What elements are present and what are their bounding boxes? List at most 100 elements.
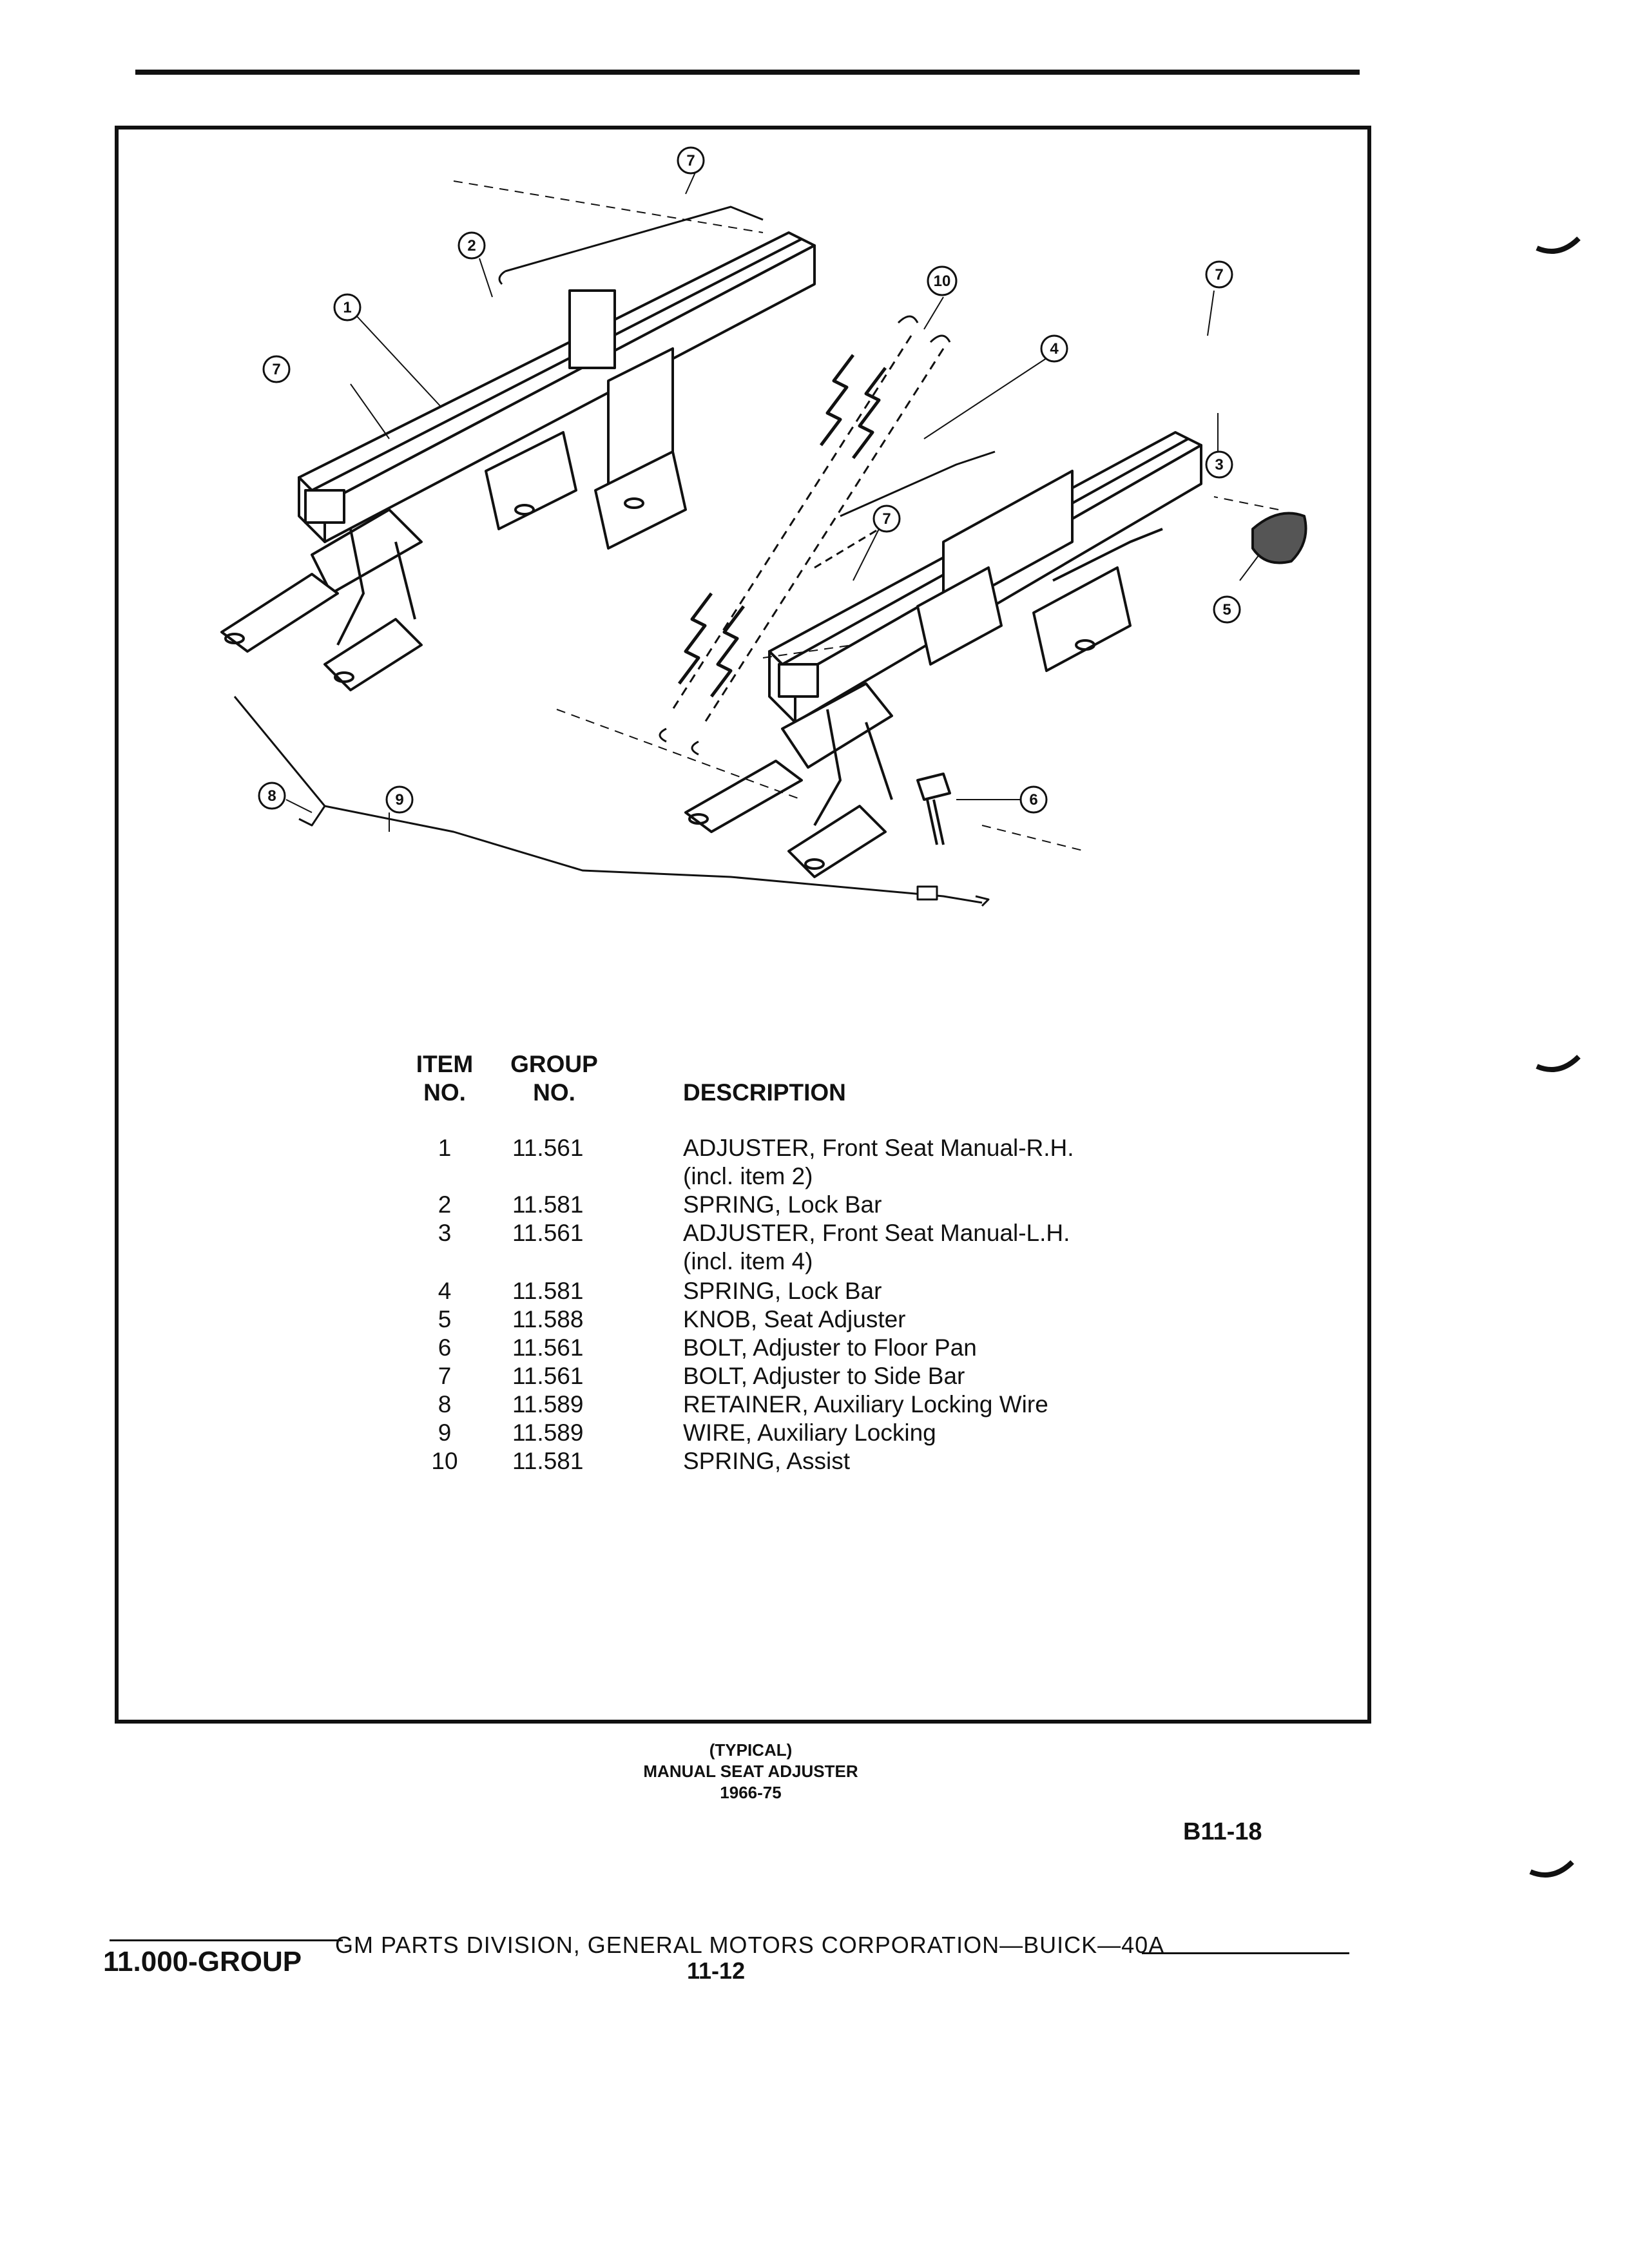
callout-7d: 7 [853, 505, 901, 581]
svg-text:8: 8 [267, 787, 276, 805]
header-item: ITEM NO. [412, 1050, 477, 1107]
group-no: 11.581 [512, 1448, 584, 1474]
lock-bar-springs-drawing [498, 206, 996, 569]
top-rule [135, 70, 1360, 75]
callout-7c: 7 [1205, 260, 1233, 336]
description: ADJUSTER, Front Seat Manual-R.H. [683, 1135, 1074, 1161]
table-row: 9 11.589 WIRE, Auxiliary Locking [290, 1419, 1128, 1447]
header-item-line2: NO. [423, 1079, 466, 1106]
table-row: 10 11.581 SPRING, Assist [290, 1447, 1128, 1475]
callout-8: 8 [258, 782, 313, 813]
description: ADJUSTER, Front Seat Manual-L.H. [683, 1220, 1070, 1246]
callout-9: 9 [385, 785, 414, 832]
caption-line-1: (TYPICAL) [709, 1740, 793, 1760]
figure-caption: (TYPICAL) MANUAL SEAT ADJUSTER 1966-75 [567, 1740, 934, 1803]
callout-7a: 7 [677, 146, 705, 195]
item-no: 2 [438, 1191, 452, 1218]
svg-text:1: 1 [343, 299, 351, 316]
binding-mark-2 [1536, 1055, 1581, 1072]
footer-rule-right [1142, 1952, 1349, 1954]
group-no: 11.588 [512, 1306, 584, 1332]
header-item-line1: ITEM [416, 1051, 474, 1077]
group-no: 11.581 [512, 1278, 584, 1304]
table-row: 5 11.588 KNOB, Seat Adjuster [290, 1305, 1128, 1334]
assist-springs-drawing [659, 315, 951, 756]
group-no: 11.581 [512, 1191, 584, 1218]
svg-text:10: 10 [934, 273, 951, 290]
group-no: 11.561 [512, 1334, 584, 1361]
item-no: 6 [438, 1334, 452, 1361]
header-description: DESCRIPTION [683, 1079, 846, 1106]
knob-drawing [1251, 512, 1307, 564]
footer-page-number: 11-12 [687, 1957, 746, 1984]
table-row: (incl. item 4) [290, 1247, 1128, 1276]
callout-2: 2 [458, 231, 493, 298]
figure-box: 7 2 1 7 10 7 4 3 7 5 6 8 9 [115, 126, 1371, 1724]
svg-text:5: 5 [1222, 601, 1231, 619]
description: SPRING, Lock Bar [683, 1278, 882, 1304]
header-group: GROUP NO. [509, 1050, 599, 1107]
table-row: 7 11.561 BOLT, Adjuster to Side Bar [290, 1362, 1128, 1390]
group-no: 11.561 [512, 1135, 584, 1161]
group-no: 11.589 [512, 1391, 584, 1418]
svg-text:7: 7 [1215, 266, 1223, 284]
caption-line-2: MANUAL SEAT ADJUSTER [643, 1762, 858, 1781]
description: (incl. item 2) [683, 1163, 813, 1189]
group-no: 11.561 [512, 1363, 584, 1389]
item-no: 9 [438, 1419, 452, 1446]
svg-text:4: 4 [1050, 340, 1059, 358]
svg-text:7: 7 [272, 361, 280, 378]
svg-text:6: 6 [1029, 791, 1037, 809]
description: KNOB, Seat Adjuster [683, 1306, 906, 1332]
binding-mark-3 [1529, 1860, 1574, 1878]
header-group-line2: NO. [533, 1079, 575, 1106]
bolt-drawing [916, 773, 951, 845]
footer-publisher: GM PARTS DIVISION, GENERAL MOTORS CORPOR… [335, 1932, 1165, 1958]
group-no: 11.589 [512, 1419, 584, 1446]
svg-text:7: 7 [686, 152, 695, 169]
svg-text:2: 2 [467, 237, 476, 255]
footer-rule-left [110, 1939, 343, 1941]
description: BOLT, Adjuster to Floor Pan [683, 1334, 977, 1361]
description: BOLT, Adjuster to Side Bar [683, 1363, 965, 1389]
header-group-line1: GROUP [510, 1051, 598, 1077]
callout-10: 10 [923, 265, 958, 330]
description: SPRING, Lock Bar [683, 1191, 882, 1218]
callout-5: 5 [1213, 554, 1260, 624]
callout-4: 4 [923, 334, 1068, 439]
table-row: 6 11.561 BOLT, Adjuster to Floor Pan [290, 1334, 1128, 1362]
item-no: 10 [431, 1448, 458, 1474]
item-no: 5 [438, 1306, 452, 1332]
item-no: 7 [438, 1363, 452, 1389]
callout-3: 3 [1205, 413, 1233, 479]
table-row: 3 11.561 ADJUSTER, Front Seat Manual-L.H… [290, 1219, 1128, 1247]
callout-7b: 7 [262, 355, 390, 439]
rh-adjuster-drawing [220, 231, 816, 691]
description: SPRING, Assist [683, 1448, 851, 1474]
table-row: 4 11.581 SPRING, Lock Bar [290, 1277, 1128, 1305]
callouts: 7 2 1 7 10 7 4 3 7 5 6 8 9 [258, 146, 1260, 832]
lh-adjuster-drawing [684, 431, 1202, 878]
svg-text:9: 9 [395, 791, 403, 809]
description: RETAINER, Auxiliary Locking Wire [683, 1391, 1048, 1418]
svg-text:3: 3 [1215, 456, 1223, 474]
figure-code: B11-18 [1183, 1818, 1262, 1845]
description: (incl. item 4) [683, 1248, 813, 1274]
table-row: 8 11.589 RETAINER, Auxiliary Locking Wir… [290, 1390, 1128, 1419]
table-row: (incl. item 2) [290, 1162, 1128, 1191]
item-no: 3 [438, 1220, 452, 1246]
item-no: 4 [438, 1278, 452, 1304]
seat-adjuster-diagram: 7 2 1 7 10 7 4 3 7 5 6 8 9 [220, 146, 1307, 907]
svg-text:7: 7 [882, 510, 891, 528]
auxiliary-wire-drawing [233, 696, 990, 907]
footer-group-label: 11.000-GROUP [103, 1946, 302, 1977]
callout-1: 1 [333, 293, 441, 407]
table-row: 2 11.581 SPRING, Lock Bar [290, 1191, 1128, 1219]
callout-6: 6 [956, 785, 1048, 814]
caption-line-3: 1966-75 [720, 1783, 782, 1802]
description: WIRE, Auxiliary Locking [683, 1419, 936, 1446]
item-no: 1 [438, 1135, 452, 1161]
table-row: 1 11.561 ADJUSTER, Front Seat Manual-R.H… [290, 1134, 1128, 1162]
binding-mark-1 [1536, 236, 1581, 254]
item-no: 8 [438, 1391, 452, 1418]
